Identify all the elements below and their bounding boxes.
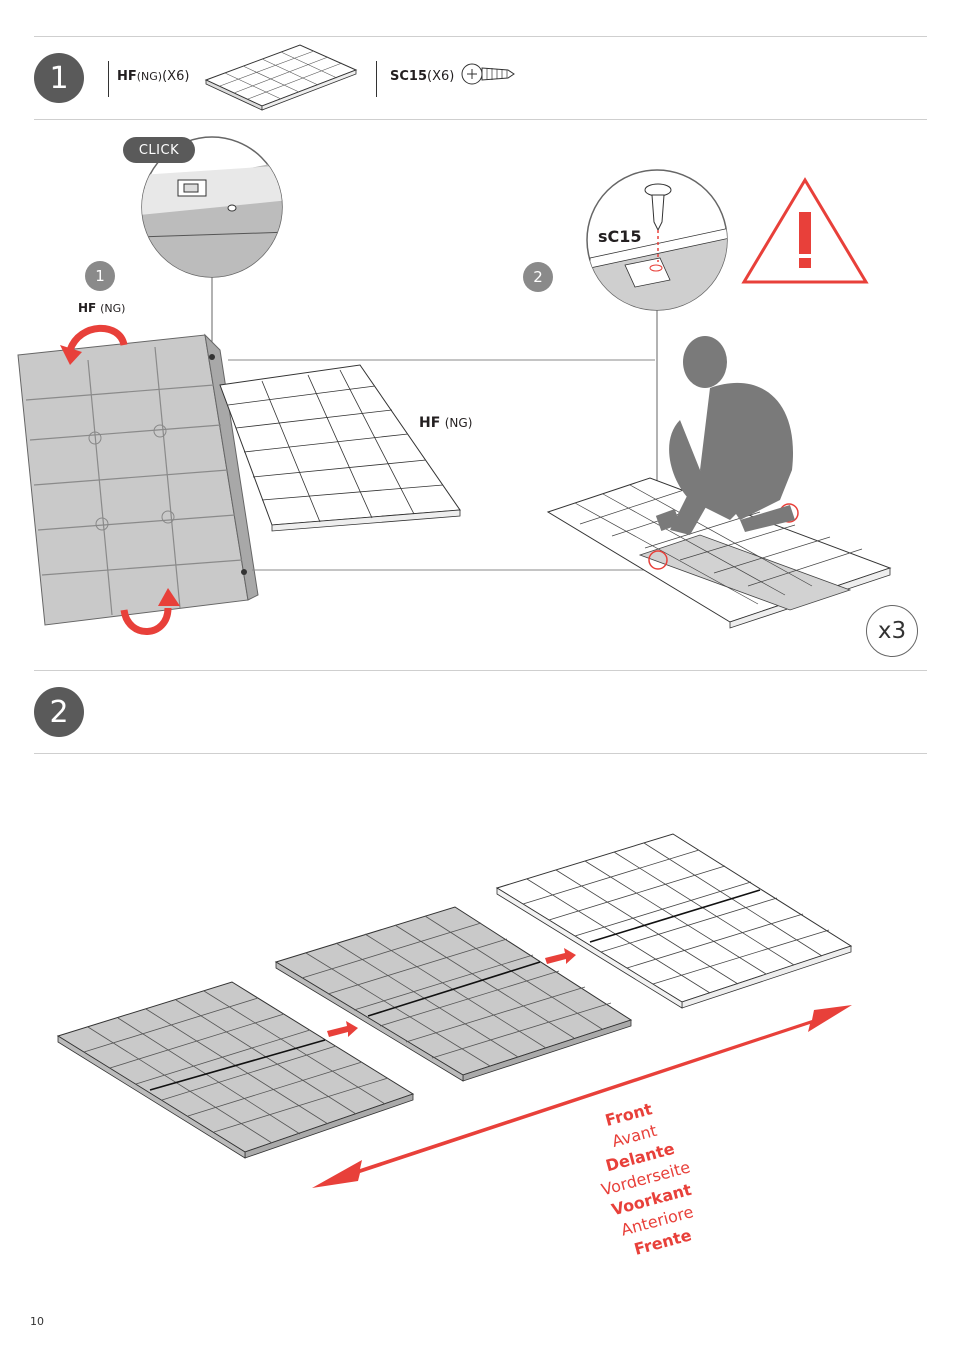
substep-number-2: 2	[523, 262, 553, 292]
click-label: CLICK	[123, 137, 195, 163]
hf-panel-upright	[17, 333, 259, 626]
warning-icon	[741, 177, 869, 284]
panel-left	[56, 981, 415, 1159]
hf-panel-icon	[204, 44, 358, 111]
divider	[34, 36, 927, 37]
page-number: 10	[30, 1315, 44, 1328]
divider	[34, 753, 927, 754]
person-figure	[655, 336, 795, 535]
divider	[34, 119, 927, 120]
repeat-count-badge: x3	[866, 605, 918, 657]
arrow-right-small	[327, 1021, 358, 1037]
hf-upright-label: HF (NG)	[78, 301, 126, 315]
rotate-arrow-bottom	[120, 588, 180, 635]
hf-flat-label: HF (NG)	[419, 415, 473, 431]
substep-number-1: 1	[85, 261, 115, 291]
screw-icon	[461, 63, 515, 85]
panel-right	[495, 833, 853, 1009]
divider	[108, 61, 109, 97]
divider	[376, 61, 377, 97]
screw-detail-magnifier	[586, 169, 728, 548]
hf-panel-flat	[219, 359, 655, 571]
click-detail-magnifier	[141, 136, 283, 350]
screw-code-label: sC15	[598, 227, 642, 246]
step-number-2: 2	[34, 687, 84, 737]
step-number-1: 1	[34, 53, 84, 103]
part-sc15-label: SC15(X6)	[390, 69, 455, 84]
arrow-right-small	[545, 948, 576, 964]
rotate-arrow-top	[60, 324, 128, 365]
part-hf-label: HF(NG)(X6)	[117, 69, 190, 84]
divider	[34, 670, 927, 671]
panel-middle	[274, 906, 633, 1082]
floor-panel-assembly	[546, 477, 892, 629]
direction-arrow	[312, 1005, 852, 1188]
